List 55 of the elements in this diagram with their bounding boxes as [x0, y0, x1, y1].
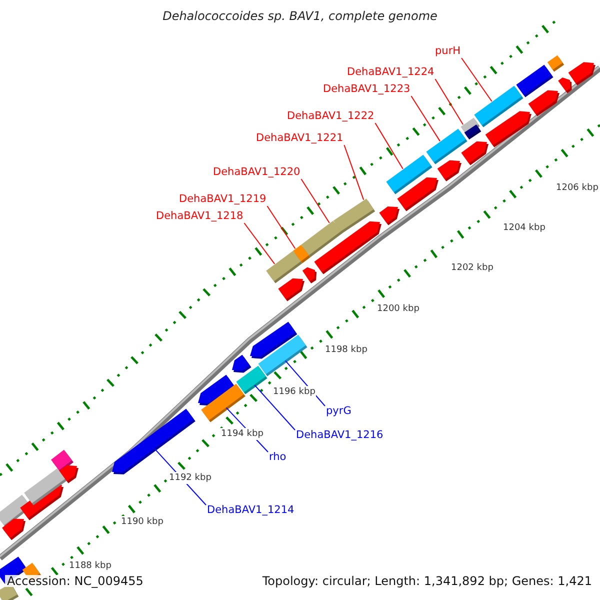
pointed-gene-block — [278, 278, 304, 302]
gene-label: DehaBAV1_1219 — [179, 193, 266, 205]
pointed-gene-block — [461, 141, 488, 166]
pointed-gene-block — [528, 90, 560, 116]
tick-label: 1196 kbp — [272, 386, 316, 398]
title: Dehalococcoides sp. BAV1, complete genome — [162, 9, 438, 23]
gene-label: DehaBAV1_1223 — [323, 83, 410, 95]
tick-label: 1200 kbp — [376, 303, 420, 315]
pointed-gene-block — [397, 177, 438, 212]
gene-label: purH — [435, 45, 461, 57]
leader-line — [410, 96, 440, 142]
leader-line — [344, 144, 364, 200]
gene-label: pyrG — [326, 405, 352, 417]
leader-line — [461, 58, 492, 102]
gene-label: DehaBAV1_1220 — [213, 166, 300, 178]
tick-label: 1202 kbp — [450, 262, 494, 274]
pointed-gene-block — [558, 78, 572, 94]
gene-label: DehaBAV1_1221 — [256, 132, 344, 144]
leader-line — [434, 78, 464, 125]
gene-block — [460, 118, 482, 140]
genome-info-text: Topology: circular; Length: 1,341,892 bp; Genes: 1,421 — [262, 575, 592, 587]
gene-label: DehaBAV1_1222 — [287, 110, 374, 122]
accession-text: Accession: NC_009455 — [5, 575, 146, 587]
tick-label: 1188 kbp — [68, 560, 112, 572]
pointed-gene-block — [112, 408, 196, 474]
pointed-gene-block — [379, 206, 400, 226]
tick-label: 1194 kbp — [220, 428, 264, 440]
pointed-gene-block — [59, 465, 78, 484]
pointed-gene-block — [485, 111, 532, 148]
gene-block — [24, 468, 68, 506]
gene-label: DehaBAV1_1218 — [156, 210, 244, 222]
tick-label: 1190 kbp — [120, 516, 164, 528]
pointed-gene-block — [2, 518, 26, 540]
tick-label: 1192 kbp — [168, 472, 212, 484]
gene-label: DehaBAV1_1216 — [296, 429, 384, 441]
pointed-gene-block — [302, 267, 316, 284]
leader-line — [244, 222, 276, 264]
pointed-gene-block — [568, 62, 596, 86]
gene-block — [547, 55, 564, 72]
tick-label: 1206 kbp — [555, 182, 600, 194]
gene-block — [236, 366, 268, 394]
gene-block — [258, 334, 308, 376]
pointed-gene-block — [437, 160, 462, 182]
gene-block — [201, 384, 246, 422]
leader-line — [374, 122, 404, 170]
gene-label: rho — [269, 451, 286, 463]
pointed-gene-block — [232, 354, 252, 373]
leader-line — [300, 178, 330, 224]
tick-label: 1198 kbp — [324, 344, 368, 356]
tick-label: 1204 kbp — [502, 222, 546, 234]
gene-block — [333, 198, 376, 234]
leader-line — [266, 206, 296, 250]
leader-line — [254, 384, 296, 430]
gene-label: DehaBAV1_1214 — [207, 504, 294, 516]
gene-label: DehaBAV1_1224 — [347, 66, 434, 78]
